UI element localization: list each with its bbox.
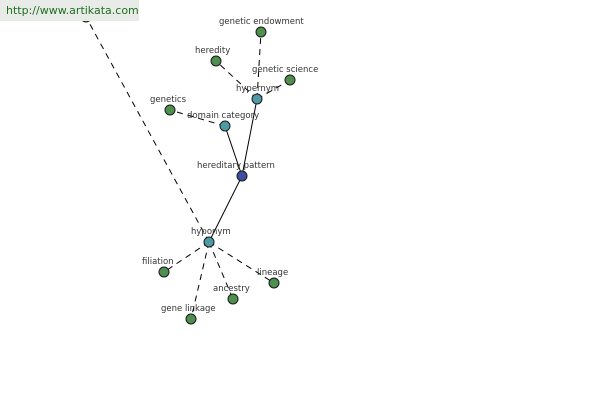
nodes-layer: genetic endowment heredity genetic science… bbox=[80, 11, 318, 325]
edge-hyponym-to-top-node bbox=[85, 16, 210, 243]
edge-domain-category-to-genetics bbox=[169, 109, 226, 127]
node-label-hereditary-pattern: hereditary pattern bbox=[197, 161, 275, 171]
node-hyponym[interactable] bbox=[203, 236, 215, 248]
node-domain-category[interactable] bbox=[219, 120, 231, 132]
edge-hereditary-pattern-to-domain-category bbox=[224, 125, 243, 177]
node-label-genetic-science: genetic science bbox=[252, 65, 318, 75]
node-label-ancestry: ancestry bbox=[213, 284, 250, 294]
edge-hyponym-to-filiation bbox=[163, 241, 210, 273]
node-label-hyponym: hyponym bbox=[191, 227, 231, 237]
edge-hypernym-to-genetic-endowment bbox=[256, 31, 262, 100]
edge-hyponym-to-lineage bbox=[208, 241, 275, 284]
node-hypernym[interactable] bbox=[251, 93, 263, 105]
node-label-filiation: filiation bbox=[142, 257, 174, 267]
labels-layer: genetic endowment heredity genetic science… bbox=[142, 17, 318, 314]
node-label-heredity: heredity bbox=[195, 46, 230, 56]
node-label-lineage: lineage bbox=[257, 268, 288, 278]
node-label-gene-linkage: gene linkage bbox=[161, 304, 216, 314]
node-label-genetic-endowment: genetic endowment bbox=[219, 17, 304, 27]
node-gene-linkage[interactable] bbox=[185, 313, 197, 325]
node-genetic-endowment[interactable] bbox=[255, 26, 267, 38]
node-hereditary-pattern[interactable] bbox=[236, 170, 248, 182]
edge-hypernym-to-heredity bbox=[215, 60, 258, 100]
node-label-genetics: genetics bbox=[150, 95, 187, 105]
node-filiation[interactable] bbox=[158, 266, 170, 278]
node-heredity[interactable] bbox=[210, 55, 222, 67]
edges-layer bbox=[85, 16, 291, 320]
node-lineage[interactable] bbox=[268, 277, 280, 289]
edge-hereditary-pattern-to-hypernym bbox=[241, 98, 258, 177]
node-ancestry[interactable] bbox=[227, 293, 239, 305]
edge-hereditary-pattern-to-hyponym bbox=[208, 175, 243, 243]
edge-hyponym-to-gene-linkage bbox=[190, 241, 210, 320]
node-label-hypernym: hypernym bbox=[236, 84, 279, 94]
node-genetics[interactable] bbox=[164, 104, 176, 116]
node-label-domain-category: domain category bbox=[187, 111, 259, 121]
node-genetic-science[interactable] bbox=[284, 74, 296, 86]
watermark-url: http://www.artikata.com bbox=[0, 0, 139, 21]
